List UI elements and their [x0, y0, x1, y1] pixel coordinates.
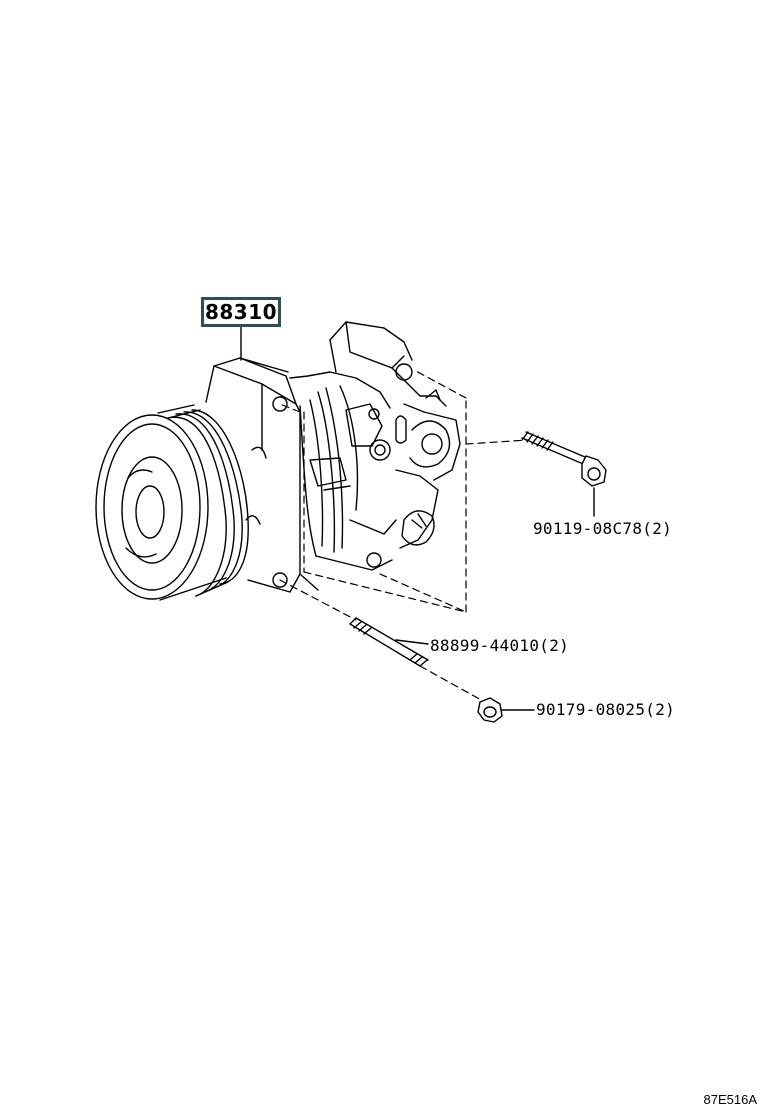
- compressor-part-number: 88310: [204, 300, 278, 324]
- installation-guide-lines: [279, 369, 529, 707]
- diagram-id: 87E516A: [703, 1092, 758, 1107]
- bolt-drawing: [521, 431, 607, 517]
- stud-part-label[interactable]: 88899-44010(2): [430, 636, 570, 655]
- nut-drawing: [477, 697, 535, 723]
- compressor-drawing: [95, 321, 461, 601]
- bolt-part-label[interactable]: 90119-08C78(2): [533, 519, 673, 538]
- nut-part-label[interactable]: 90179-08025(2): [536, 700, 676, 719]
- stud-drawing: [349, 617, 429, 667]
- compressor-part-callout[interactable]: 88310: [201, 297, 281, 327]
